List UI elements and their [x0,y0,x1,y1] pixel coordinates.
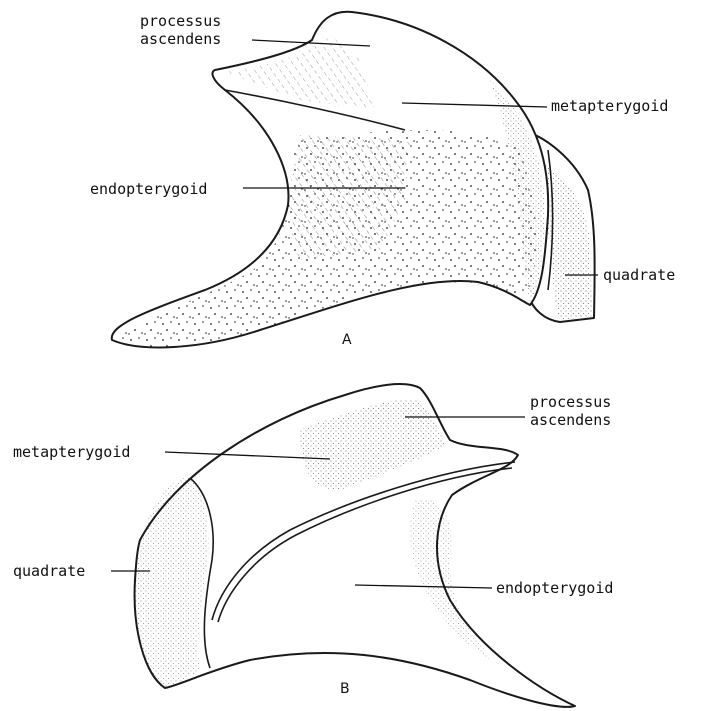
label-b-processus-line1: processus [530,393,611,411]
plate-letter-b: B [340,681,350,697]
label-b-endopterygoid: endopterygoid [496,579,613,597]
label-b-quadrate: quadrate [13,562,85,580]
label-b-processus-line2: ascendens [530,411,611,429]
figure-a: processus ascendens metapterygoid endopt… [90,12,675,348]
quadrate-b-shading [135,478,209,688]
label-a-processus-line2: ascendens [140,30,221,48]
plate-letter-a: A [342,332,352,348]
label-b-metapterygoid: metapterygoid [13,443,130,461]
label-a-metapterygoid: metapterygoid [551,97,668,115]
label-a-processus-line1: processus [140,12,221,30]
figure-b: processus ascendens metapterygoid quadra… [13,384,613,707]
label-a-quadrate: quadrate [603,266,675,284]
label-a-endopterygoid: endopterygoid [90,180,207,198]
